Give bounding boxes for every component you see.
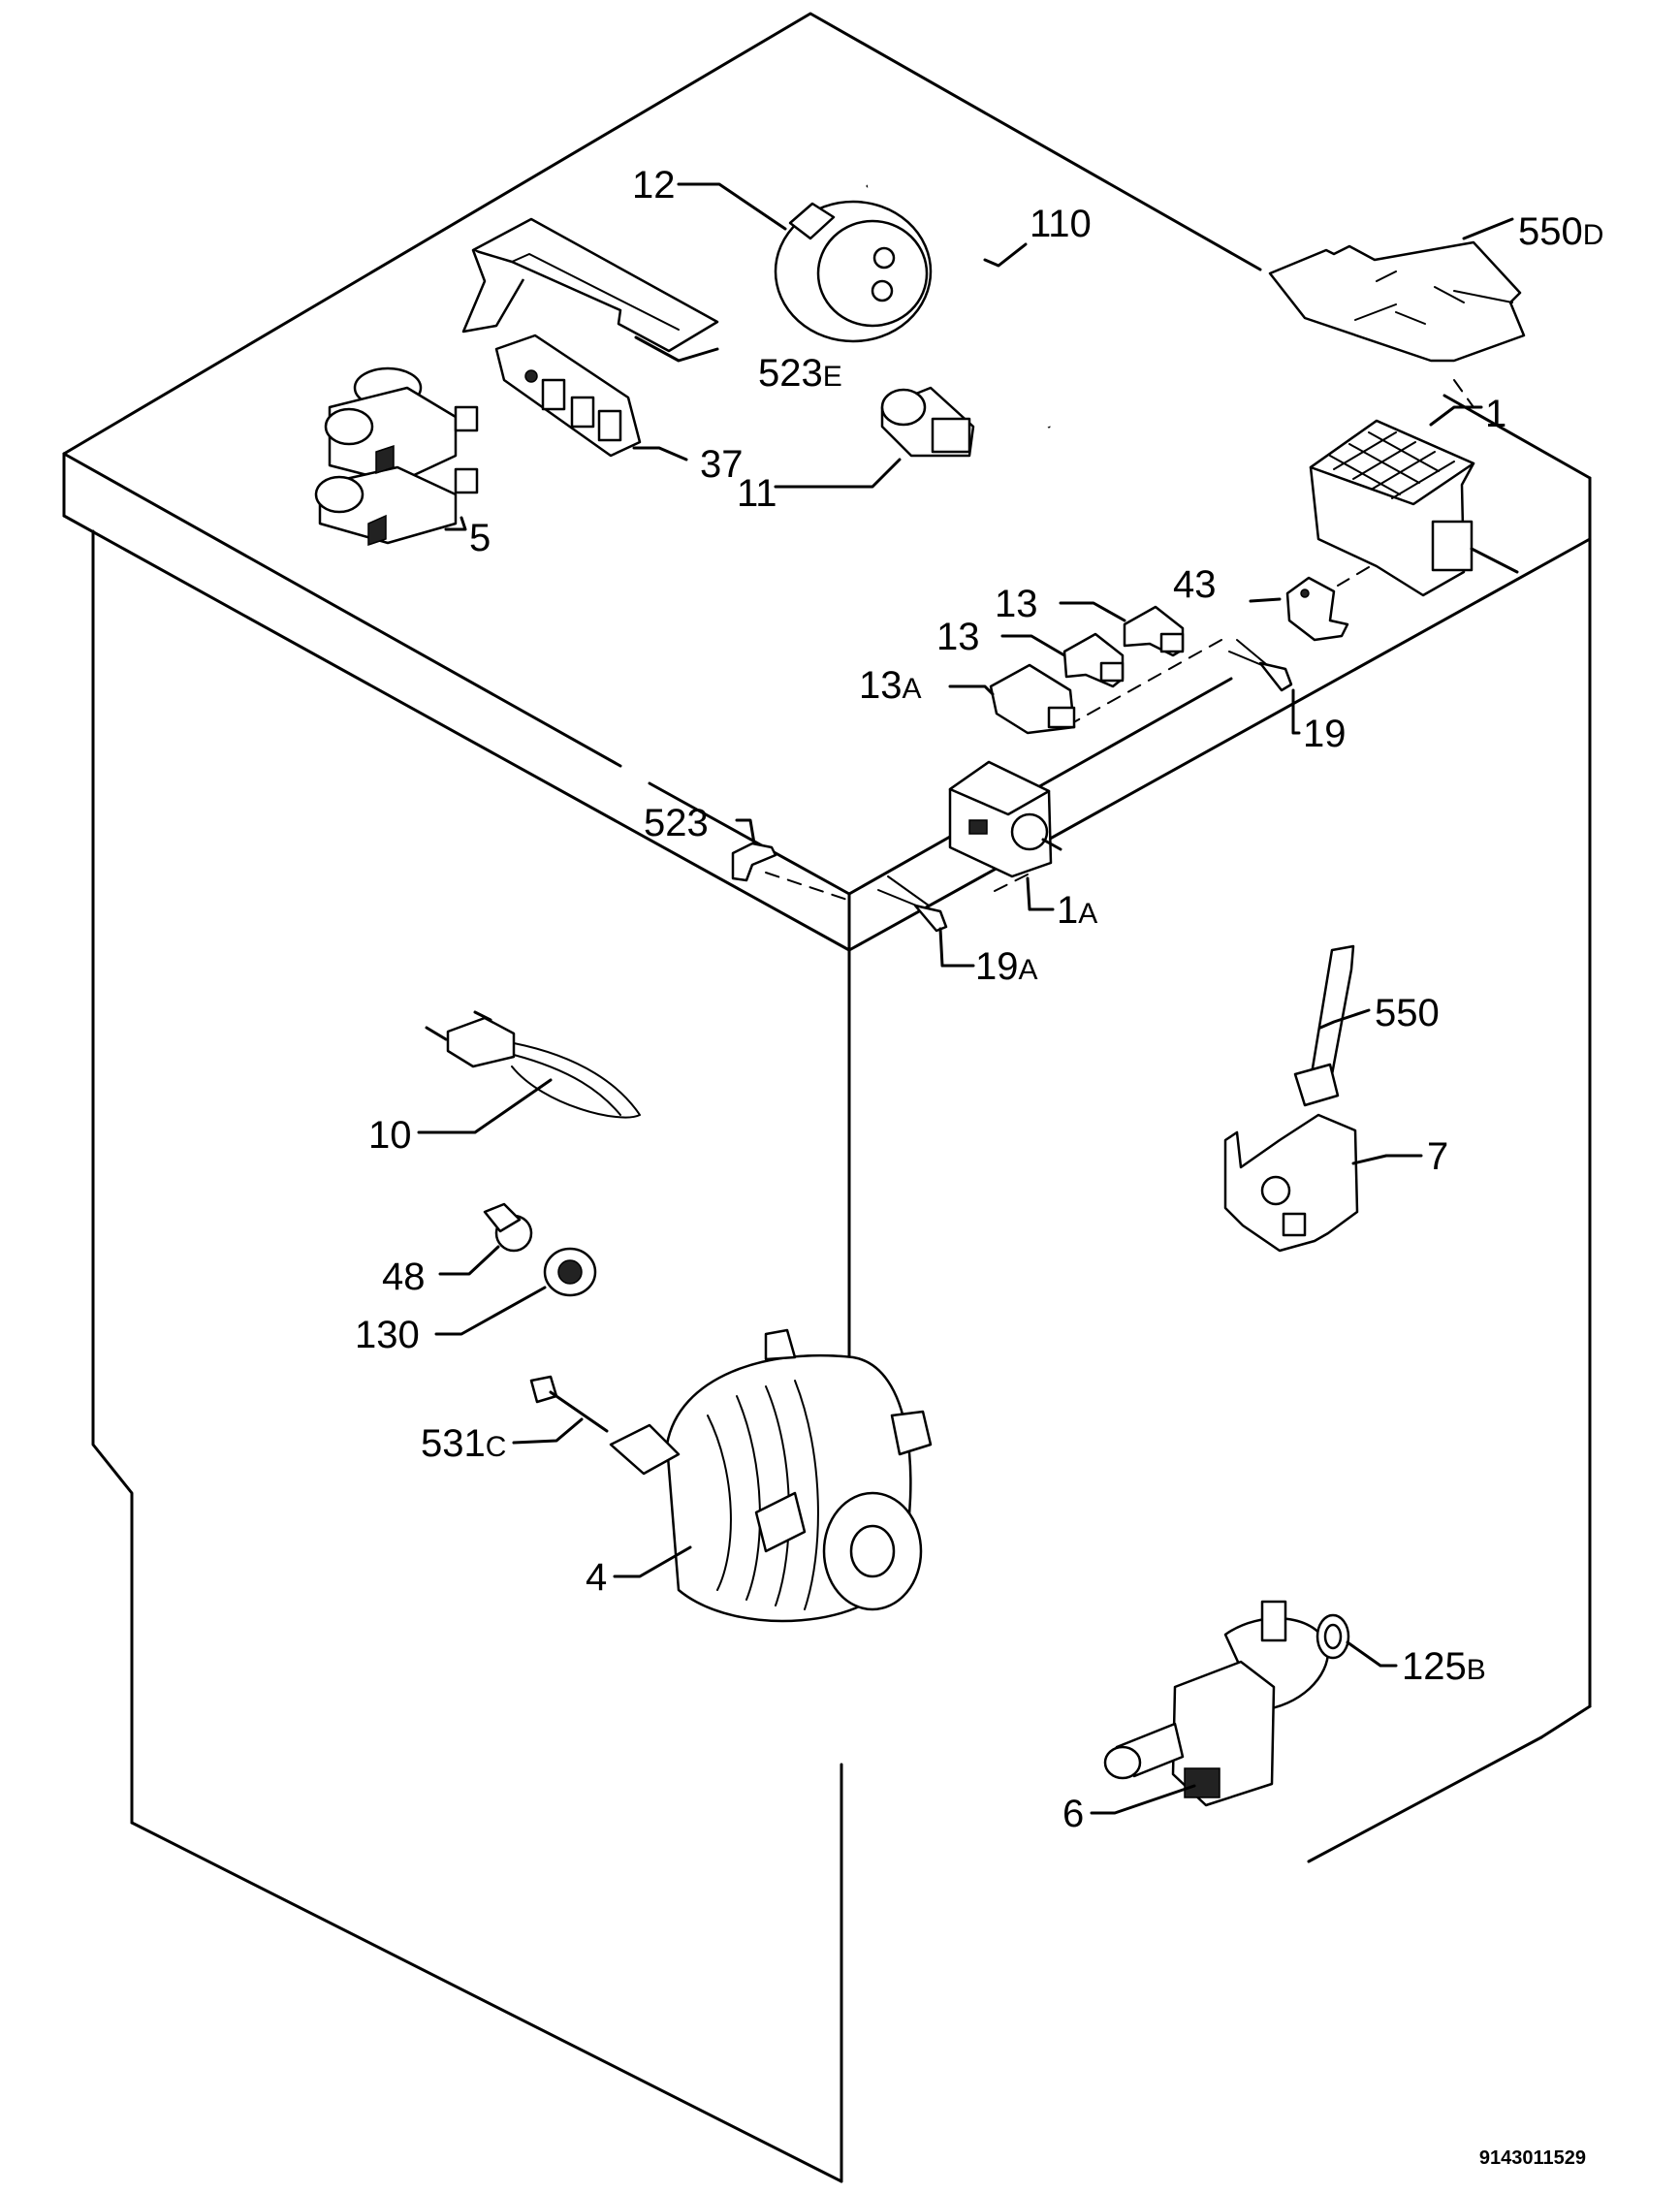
- callout-37: 37: [700, 443, 744, 486]
- hose-part: [866, 181, 1051, 429]
- callout-13-lower: 13: [936, 616, 980, 658]
- callout-4: 4: [586, 1556, 607, 1599]
- callout-43: 43: [1173, 563, 1217, 606]
- wire-clip-19a-part: [877, 875, 948, 933]
- connector-13a-part: [989, 663, 1076, 735]
- clip-523-part: [731, 842, 777, 882]
- callout-6: 6: [1062, 1793, 1084, 1835]
- selector-switch-part: [948, 760, 1062, 878]
- callout-1a: 1A: [1057, 889, 1097, 932]
- door-lock-lever-part: [1293, 944, 1355, 1107]
- pressure-switch-part: [774, 200, 933, 343]
- wire-clip-19-part: [1228, 639, 1293, 692]
- door-lock-part: [1223, 1113, 1359, 1253]
- callout-19: 19: [1303, 713, 1347, 755]
- callout-550: 550: [1375, 992, 1440, 1034]
- connector-13-upper-part: [1123, 605, 1185, 657]
- cover-plate-part: [1268, 240, 1526, 363]
- callout-130: 130: [355, 1314, 420, 1356]
- callout-125b: 125B: [1402, 1645, 1486, 1688]
- callout-110: 110: [1030, 203, 1092, 245]
- callout-5: 5: [469, 517, 491, 559]
- leader-lines: [417, 182, 1514, 1815]
- callout-531c: 531C: [421, 1422, 506, 1465]
- callout-13-upper: 13: [995, 583, 1038, 625]
- callout-550d: 550D: [1518, 210, 1603, 253]
- program-timer-part: [1309, 419, 1519, 597]
- callout-7: 7: [1427, 1135, 1448, 1178]
- heating-element-part: [425, 1010, 641, 1119]
- drain-pump-part: [1103, 1600, 1330, 1807]
- callout-10: 10: [368, 1114, 412, 1157]
- callout-19a: 19A: [975, 945, 1038, 988]
- bracket-part: [461, 217, 719, 353]
- callout-48: 48: [382, 1256, 426, 1298]
- connector-43-part: [1285, 576, 1349, 642]
- connector-13-lower-part: [1062, 632, 1125, 688]
- gasket-130-part: [543, 1247, 597, 1297]
- callout-523: 523: [644, 802, 709, 844]
- cabinet-outline: [62, 12, 1592, 2183]
- capacitor-part: [880, 386, 975, 458]
- water-valve-part: [314, 366, 479, 547]
- o-ring-125b-part: [1315, 1613, 1350, 1660]
- screw-531c-part: [529, 1375, 609, 1433]
- callout-12: 12: [632, 164, 676, 207]
- callout-11: 11: [737, 472, 777, 515]
- alignment-lines: [765, 319, 1474, 903]
- callout-labels: 12 110 550D 523E 37 11 5 1 43 13 13 13A …: [355, 164, 1603, 1835]
- callout-13a: 13A: [859, 664, 922, 707]
- terminal-block-part: [494, 334, 642, 458]
- drawing-reference-number: 9143011529: [1479, 2147, 1586, 2169]
- thermostat-48-part: [483, 1202, 533, 1253]
- motor-part: [609, 1328, 933, 1623]
- callout-1: 1: [1485, 393, 1506, 435]
- callout-523e: 523E: [758, 352, 842, 395]
